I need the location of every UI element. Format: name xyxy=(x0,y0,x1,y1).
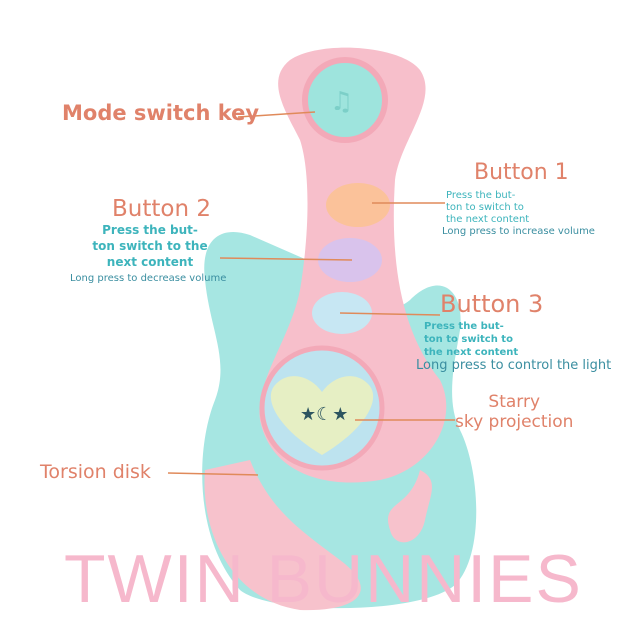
button1-description: Press the but- ton to switch to the next… xyxy=(446,190,529,226)
guitar-body-pink-swirl xyxy=(204,460,361,611)
desc-line: Press the but- xyxy=(102,223,198,237)
button3-description: Press the but- ton to switch to the next… xyxy=(424,320,518,359)
button3-title: Button 3 xyxy=(440,290,544,318)
button1-note: Long press to increase volume xyxy=(442,226,595,237)
desc-line: ton to switch to xyxy=(446,202,524,213)
mode-switch-label: Mode switch key xyxy=(62,101,260,125)
button3-note: Long press to control the light xyxy=(416,358,612,373)
decorative-wave xyxy=(387,470,432,543)
desc-line: Press the but- xyxy=(424,321,504,332)
mode-switch-key[interactable] xyxy=(302,57,388,143)
music-note-icon: ♫ xyxy=(330,87,353,117)
button-1[interactable] xyxy=(326,183,390,227)
button2-description: Press the but- ton switch to the next co… xyxy=(90,222,210,270)
desc-line: ton to switch to xyxy=(424,334,513,345)
desc-line: next content xyxy=(106,255,194,269)
button2-title: Button 2 xyxy=(112,196,211,222)
brand-watermark: TWIN BUNNIES xyxy=(64,541,583,617)
button1-title: Button 1 xyxy=(474,160,569,185)
starry-line: Starry xyxy=(488,392,541,412)
button2-note: Long press to decrease volume xyxy=(70,273,227,284)
starry-sky-label: Starry sky projection xyxy=(455,392,573,432)
star-moon-icon: ★☾★ xyxy=(300,404,348,425)
pointer-lines xyxy=(167,111,455,476)
starry-line: sky projection xyxy=(455,412,574,432)
desc-line: the next content xyxy=(446,214,530,225)
desc-line: ton switch to the xyxy=(92,239,208,253)
heart-bump xyxy=(228,511,262,540)
heart-projector xyxy=(270,376,374,455)
torsion-disk-label: Torsion disk xyxy=(40,461,151,483)
desc-line: Press the but- xyxy=(446,190,516,201)
desc-line: the next content xyxy=(424,347,519,358)
